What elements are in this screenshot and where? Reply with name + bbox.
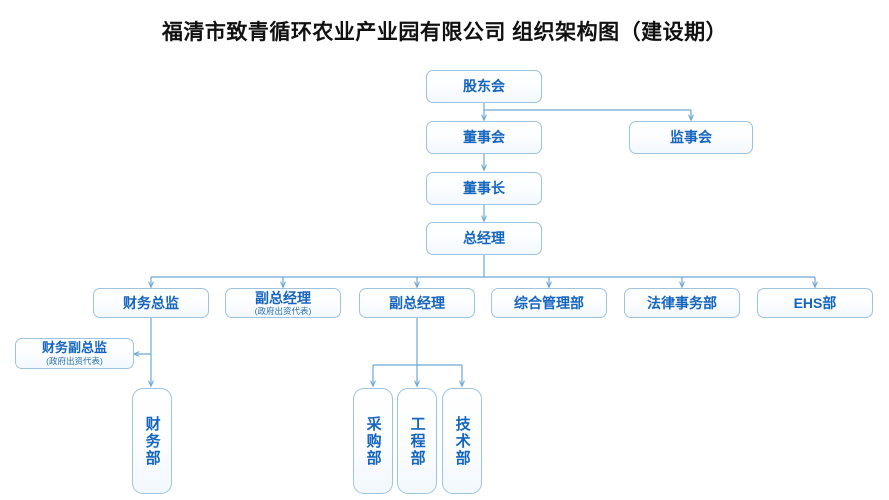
node-deputy-gm-gov[interactable]: 副总经理 (政府出资代表) — [225, 288, 341, 318]
node-technology-dept-label: 技术部 — [453, 415, 471, 467]
node-cfo[interactable]: 财务总监 — [93, 288, 209, 318]
node-engineering-dept-label: 工程部 — [408, 415, 426, 467]
node-board-of-directors-label: 董事会 — [463, 129, 505, 146]
node-general-manager[interactable]: 总经理 — [426, 222, 542, 255]
page-title: 福清市致青循环农业产业园有限公司 组织架构图（建设期） — [161, 21, 728, 44]
node-deputy-gm-gov-label: 副总经理 — [255, 289, 311, 306]
node-chairman[interactable]: 董事长 — [426, 172, 542, 205]
node-board-of-supervisors-label: 监事会 — [670, 129, 712, 146]
node-technology-dept[interactable]: 技术部 — [442, 388, 482, 494]
node-shareholders-label: 股东会 — [463, 78, 505, 95]
node-cfo-label: 财务总监 — [123, 294, 179, 311]
node-procurement-dept-label: 采购部 — [364, 415, 382, 467]
node-engineering-dept[interactable]: 工程部 — [397, 388, 437, 494]
node-board-of-directors[interactable]: 董事会 — [426, 121, 542, 154]
node-finance-dept-label: 财务部 — [143, 415, 161, 467]
node-deputy-cfo-gov-subtitle: (政府出资代表) — [46, 355, 103, 366]
node-general-manager-label: 总经理 — [463, 230, 505, 247]
node-procurement-dept[interactable]: 采购部 — [353, 388, 393, 494]
node-shareholders[interactable]: 股东会 — [426, 70, 542, 103]
node-board-of-supervisors[interactable]: 监事会 — [629, 121, 753, 154]
node-general-admin-dept[interactable]: 综合管理部 — [491, 288, 607, 318]
node-finance-dept[interactable]: 财务部 — [132, 388, 172, 494]
node-ehs-dept[interactable]: EHS部 — [757, 288, 873, 318]
node-deputy-gm[interactable]: 副总经理 — [359, 288, 475, 318]
node-chairman-label: 董事长 — [463, 180, 505, 197]
node-ehs-dept-label: EHS部 — [793, 294, 837, 311]
node-deputy-gm-gov-subtitle: (政府出资代表) — [254, 305, 312, 316]
node-deputy-cfo-gov-label: 财务副总监 — [41, 339, 107, 355]
node-legal-affairs-dept-label: 法律事务部 — [647, 294, 717, 311]
node-general-admin-dept-label: 综合管理部 — [514, 294, 584, 311]
node-deputy-cfo-gov[interactable]: 财务副总监 (政府出资代表) — [15, 338, 134, 369]
node-deputy-gm-label: 副总经理 — [389, 294, 445, 311]
node-legal-affairs-dept[interactable]: 法律事务部 — [624, 288, 740, 318]
